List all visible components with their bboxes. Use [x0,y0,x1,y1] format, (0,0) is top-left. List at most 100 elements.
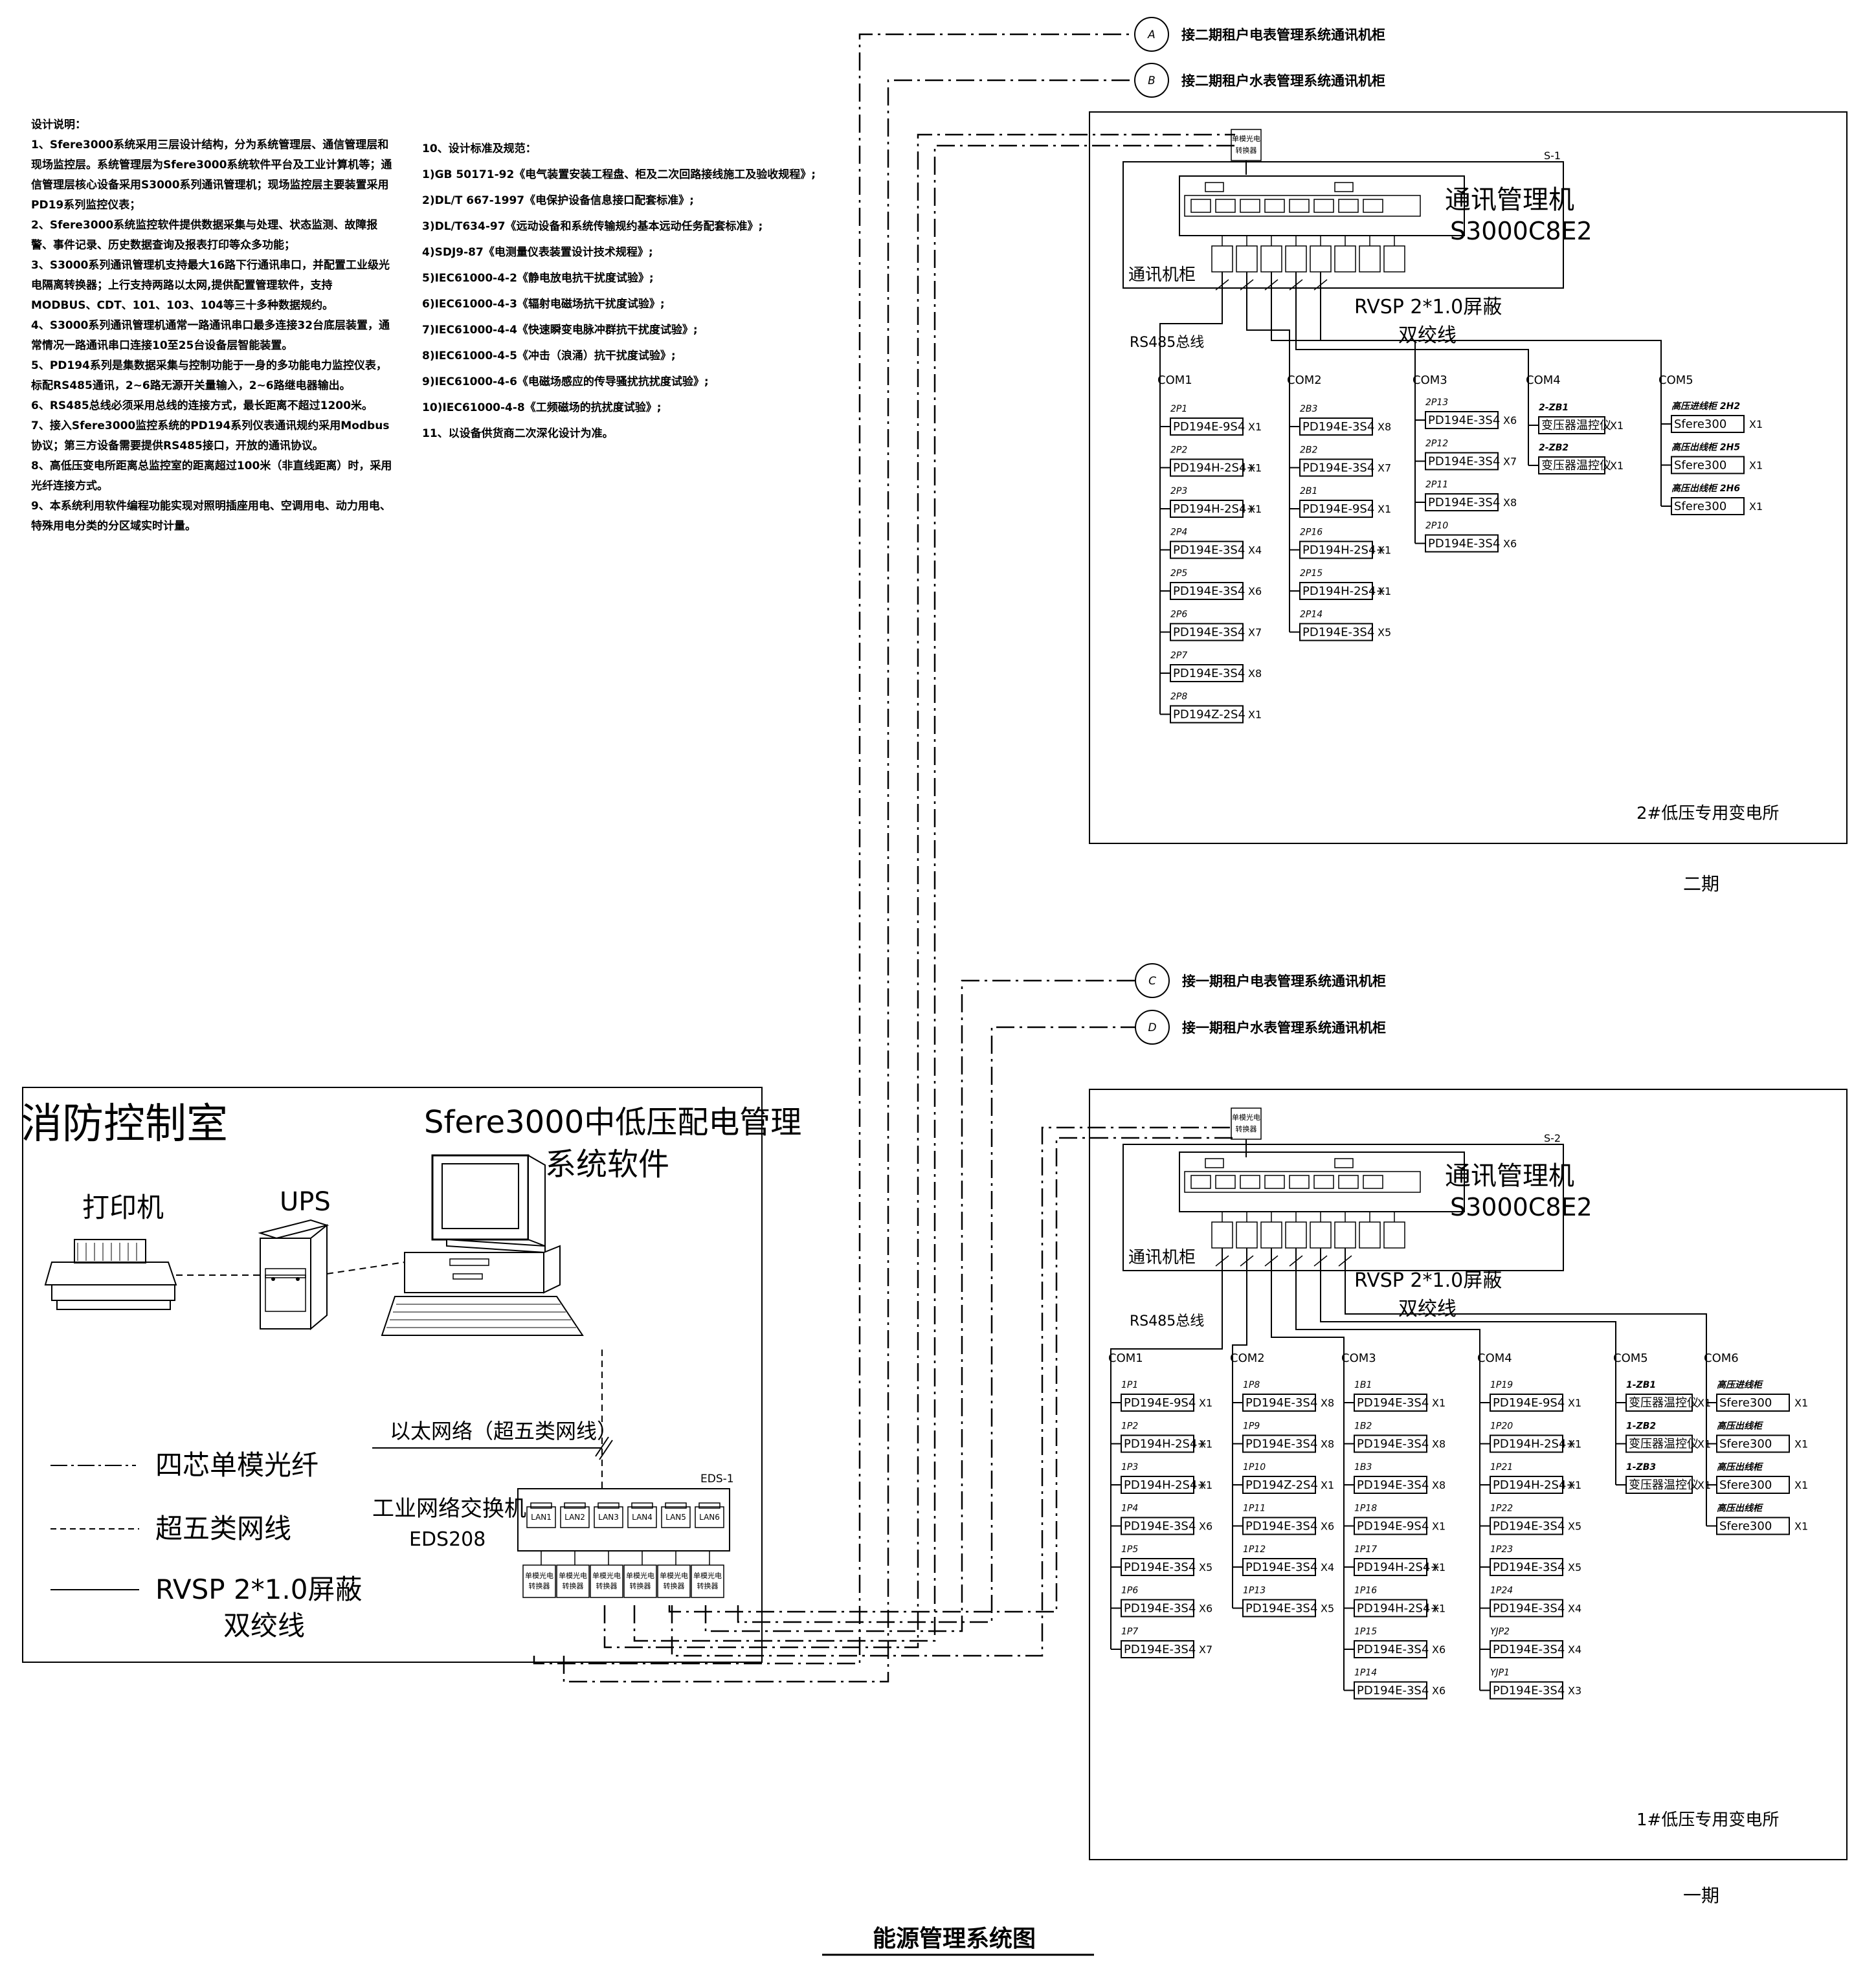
device-qty: X6 [1432,1685,1446,1697]
device-model: PD194H-2S4+ [1493,1478,1576,1492]
device-tag: 2P4 [1170,528,1187,538]
bus-tick [1338,1255,1352,1267]
manager-name: 通讯管理机 [1445,1161,1574,1191]
design-note-item: 5、PD194系列是集数据采集与控制功能于一身的多功能电力监控仪表，标配RS48… [31,359,387,392]
device-qty: X5 [1321,1603,1334,1615]
device-model: PD194E-9S4 [1357,1520,1429,1533]
lan-port-label: LAN2 [564,1513,585,1522]
device-qty: X6 [1432,1643,1446,1656]
standard-item: 1)GB 50171-92《电气装置安装工程盘、柜及二次回路接线施工及验收规程》… [422,168,816,181]
device-model: PD194E-3S4 [1173,584,1245,598]
device-model: PD194H-2S4+ [1302,584,1386,598]
bus-tick [1240,279,1254,291]
device-tag: 1P17 [1354,1544,1377,1555]
device-tag: 2P12 [1425,439,1448,449]
device-model: PD194E-3S4 [1357,1438,1429,1451]
device-tag: 1P13 [1243,1586,1266,1596]
device-qty: X1 [1794,1479,1808,1491]
converter-label: 转换器 [563,1581,584,1590]
device-model: PD194E-3S4 [1428,414,1500,427]
manager-com-port [1264,199,1285,213]
design-note-item: 4、S3000系列通讯管理机通常一路通讯串口最多连接32台底层装置，通常情况一路… [31,319,390,352]
printer-icon [44,1239,177,1310]
device-qty: X1 [1432,1397,1446,1409]
switch-tag: EDS-1 [700,1473,734,1485]
manager-port-strip [1184,195,1421,217]
communication-cabinet [1122,161,1564,289]
ups-side [310,1223,328,1331]
device-qty: X4 [1248,544,1262,557]
legend-label: 超五类网线 [155,1513,291,1544]
device-tag: 2-ZB1 [1539,403,1569,413]
device-tag: 2B3 [1300,404,1317,414]
manager-port-strip [1184,1171,1421,1193]
device-model: PD194E-3S4 [1124,1520,1196,1533]
rs485-bus-line [1271,1248,1345,1370]
device-tag: 1P22 [1490,1504,1513,1514]
device-tag: 1B1 [1354,1380,1372,1390]
device-tag: 2P5 [1170,568,1187,579]
lan-port-label: LAN3 [598,1513,619,1522]
device-tag: 1P18 [1354,1504,1377,1514]
device-qty: X8 [1432,1479,1446,1491]
communication-manager [1179,1151,1465,1212]
printer-top [44,1262,177,1285]
design-notes-heading: 设计说明： [31,118,86,131]
device-tag: 1P1 [1121,1380,1138,1390]
standard-item: 3)DL/T634-97《远动设备和系统传输规约基本远动任务配套标准》; [422,220,763,233]
device-model: PD194E-9S4 [1124,1396,1196,1410]
manager-eth-port [1334,1158,1354,1168]
com-label: COM5 [1658,373,1693,387]
device-tag: 1-ZB1 [1626,1380,1656,1390]
device-qty: X1 [1610,460,1624,472]
device-qty: X1 [1199,1479,1212,1491]
device-qty: X5 [1378,627,1391,639]
device-tag: YJP1 [1490,1668,1510,1678]
device-model: PD194E-9S4 [1493,1396,1565,1410]
bus-tick [1289,1255,1303,1267]
device-tag: 2B1 [1300,486,1317,496]
device-model: PD194H-2S4+ [1173,462,1256,475]
device-qty: X1 [1321,1479,1334,1491]
device-model: Sfere300 [1674,417,1726,431]
rs485-bus-line [1159,272,1223,392]
converter-label: 转换器 [1236,146,1257,155]
link-tag-circle [1135,963,1170,998]
device-model: PD194Z-2S4 [1245,1478,1318,1492]
page-title-group: 能源管理系统图 [822,1926,1094,1956]
cable-label: 双绞线 [1398,1298,1457,1320]
fiber-converter [522,1564,556,1598]
device-qty: X8 [1321,1438,1334,1451]
lan-port-tab [564,1502,586,1509]
ups-icon [258,1219,329,1331]
device-tag: 1P20 [1490,1421,1513,1432]
device-qty: X1 [1749,500,1763,513]
standard-item: 7)IEC61000-4-4《快速瞬变电脉冲群抗干扰度试验》; [422,324,698,337]
standard-item: 11、以设备供货商二次深化设计为准。 [422,427,614,440]
device-model: 变压器温控仪 [1541,419,1611,432]
bus-tick [1313,1255,1328,1267]
rs485-isolator [1359,1221,1381,1249]
manager-eth-port [1334,182,1354,192]
printer-body [51,1284,175,1301]
rs485-isolator [1334,245,1356,273]
device-tag: 1P23 [1490,1544,1513,1555]
device-model: PD194H-2S4+ [1493,1438,1576,1451]
substation-frame [1089,1089,1848,1860]
converter-label: 转换器 [596,1581,618,1590]
device-tag: 1P4 [1121,1504,1138,1514]
bus-tick [1240,1255,1254,1267]
legend-label: RVSP 2*1.0屏蔽 [155,1574,362,1605]
lan-port-label: LAN4 [632,1513,653,1522]
device-model: PD194E-3S4 [1493,1520,1565,1533]
converter-label: 转换器 [529,1581,550,1590]
device-tag: 2P11 [1425,480,1448,490]
rs485-bus-line [1345,1248,1707,1370]
bus-tick [1289,279,1303,291]
cabinet-tag: S-1 [1544,150,1561,162]
legend-label: 四芯单模光纤 [155,1449,318,1481]
device-qty: X6 [1321,1520,1334,1533]
bus-tick [1215,1255,1229,1267]
design-note-item: 1、Sfere3000系统采用三层设计结构，分为系统管理层、通信管理层和现场监控… [31,139,392,212]
